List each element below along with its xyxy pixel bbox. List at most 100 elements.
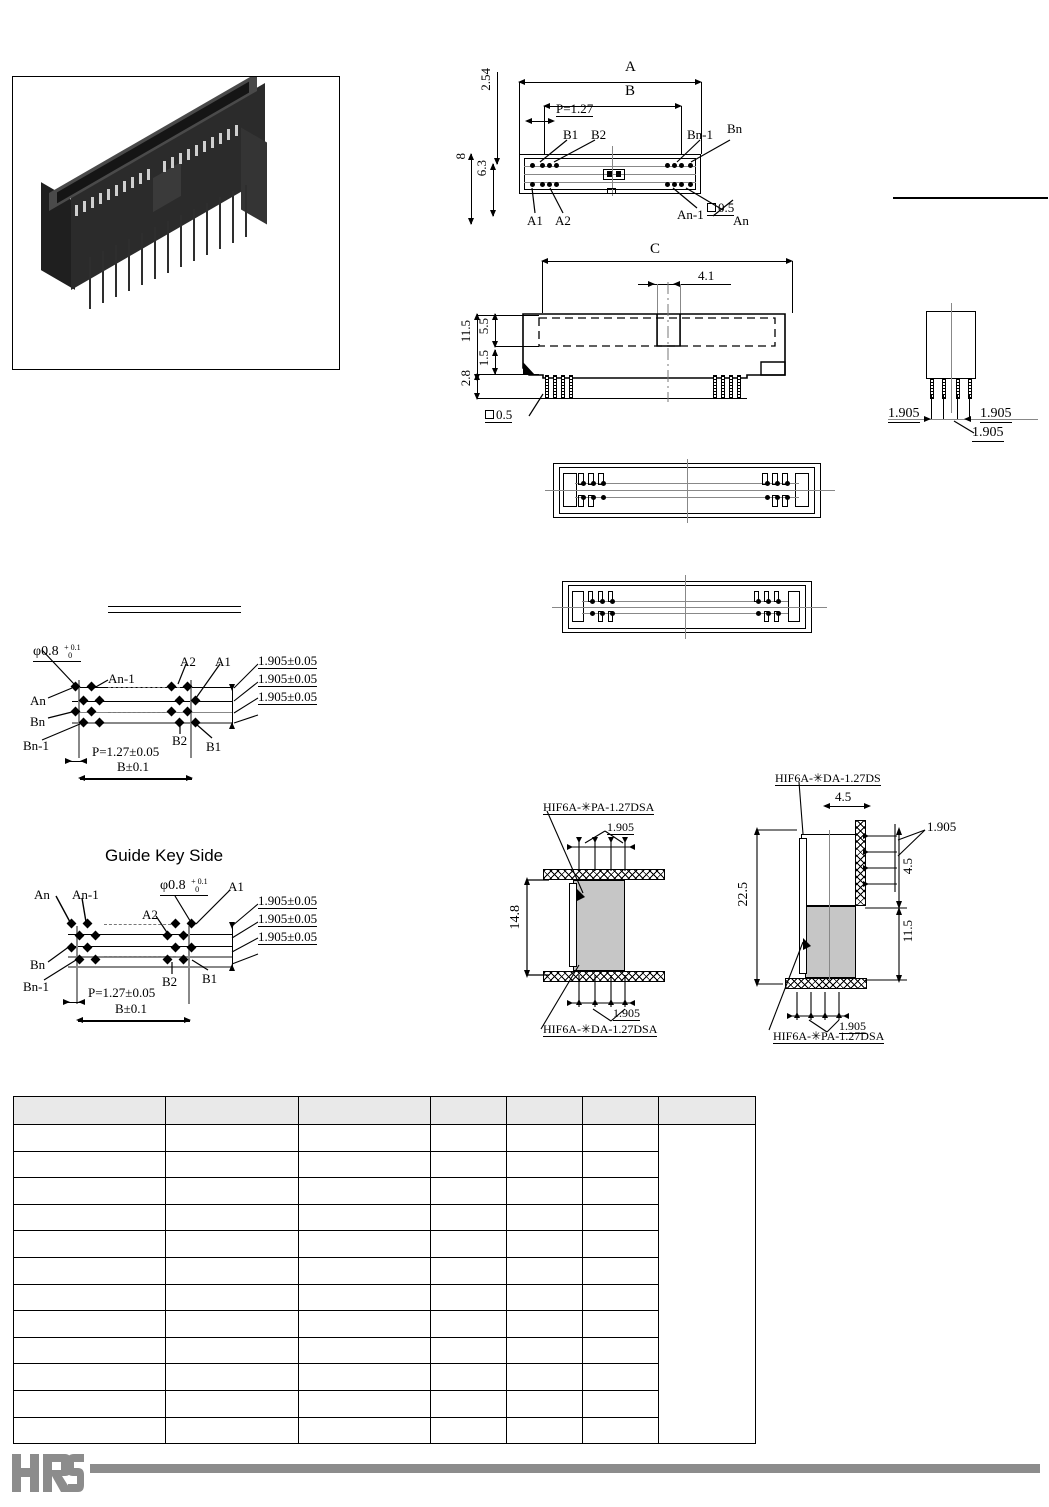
spec-table-row[interactable]: [13, 1310, 756, 1338]
spec-table-cell[interactable]: [297, 1310, 432, 1338]
spec-table-cell[interactable]: [506, 1124, 584, 1152]
mating-top-part-number: HIF6A-✳PA-1.27DSA: [543, 800, 655, 815]
spec-table-cell[interactable]: [506, 1203, 584, 1232]
hrs-logo-icon: [12, 1454, 84, 1492]
spec-table-cell[interactable]: [430, 1230, 508, 1258]
spec-table-cell[interactable]: [506, 1336, 584, 1365]
spec-table-cell[interactable]: [13, 1283, 166, 1312]
spec-table-cell[interactable]: [164, 1416, 299, 1445]
spec-table-cell[interactable]: [297, 1150, 432, 1179]
spec-table-cell[interactable]: [164, 1124, 299, 1152]
spec-table-cell[interactable]: [164, 1203, 299, 1232]
spec-table-cell[interactable]: [297, 1124, 432, 1152]
pcb-label-b1-gk: B1: [202, 971, 218, 986]
spec-table-cell[interactable]: [164, 1283, 299, 1312]
spec-table-cell[interactable]: [430, 1256, 508, 1285]
spec-table-cell[interactable]: [13, 1230, 166, 1258]
spec-table-cell[interactable]: [164, 1256, 299, 1285]
spec-table-cell[interactable]: [430, 1389, 508, 1418]
spec-table-row[interactable]: [13, 1230, 756, 1258]
spec-table-cell[interactable]: [582, 1363, 660, 1391]
pcb-label-bn: Bn: [30, 714, 46, 729]
spec-table-cell[interactable]: [430, 1177, 508, 1205]
spec-table-cell[interactable]: [164, 1363, 299, 1391]
spec-table-cell[interactable]: [297, 1203, 432, 1232]
spec-table-cell[interactable]: [506, 1310, 584, 1338]
spec-table-cell[interactable]: [506, 1363, 584, 1391]
spec-table-cell[interactable]: [297, 1363, 432, 1391]
spec-table-cell[interactable]: [506, 1389, 584, 1418]
spec-table-cell[interactable]: [13, 1416, 166, 1445]
spec-table-row[interactable]: [13, 1363, 756, 1391]
spec-table-cell[interactable]: [13, 1150, 166, 1179]
mating-stack-height: 14.8: [508, 905, 523, 930]
spec-table-cell[interactable]: [164, 1150, 299, 1179]
spec-table-cell[interactable]: [297, 1416, 432, 1445]
ra-spacing-bottom: 1.905: [839, 1019, 866, 1034]
spec-table-cell[interactable]: [297, 1177, 432, 1205]
spec-table-cell[interactable]: [297, 1230, 432, 1258]
spec-table-cell[interactable]: [13, 1256, 166, 1285]
ra-overall-height: 22.5: [736, 882, 751, 907]
spec-table-row[interactable]: [13, 1256, 756, 1285]
spec-table-cell[interactable]: [658, 1123, 756, 1445]
spec-table-cell[interactable]: [430, 1416, 508, 1445]
spec-table[interactable]: [13, 1096, 756, 1445]
pcb-label-an-gk: An: [34, 887, 50, 902]
spec-table-row[interactable]: [13, 1336, 756, 1365]
spec-table-cell[interactable]: [164, 1177, 299, 1205]
spec-table-cell[interactable]: [297, 1283, 432, 1312]
spec-table-cell[interactable]: [13, 1310, 166, 1338]
spec-table-cell[interactable]: [430, 1124, 508, 1152]
spec-table-cell[interactable]: [582, 1203, 660, 1232]
spec-table-cell[interactable]: [430, 1336, 508, 1365]
spec-table-cell[interactable]: [430, 1363, 508, 1391]
spec-table-cell[interactable]: [13, 1336, 166, 1365]
spec-table-cell[interactable]: [430, 1283, 508, 1312]
spec-table-cell[interactable]: [164, 1310, 299, 1338]
pcb-row-spacing-3: 1.905±0.05: [258, 689, 318, 705]
spec-table-cell[interactable]: [582, 1230, 660, 1258]
spec-table-header-cell-3: [430, 1096, 508, 1125]
spec-table-cell[interactable]: [13, 1177, 166, 1205]
spec-table-cell[interactable]: [582, 1416, 660, 1445]
spec-table-row[interactable]: [13, 1177, 756, 1205]
spec-table-cell[interactable]: [13, 1389, 166, 1418]
ra-top-part-number: HIF6A-✳DA-1.27DS: [775, 771, 881, 786]
spec-table-cell[interactable]: [506, 1177, 584, 1205]
spec-table-row[interactable]: [13, 1416, 756, 1445]
spec-table-cell[interactable]: [430, 1150, 508, 1179]
spec-table-cell[interactable]: [13, 1203, 166, 1232]
spec-table-cell[interactable]: [582, 1256, 660, 1285]
spec-table-cell[interactable]: [13, 1363, 166, 1391]
spec-table-row[interactable]: [13, 1123, 756, 1445]
spec-table-cell[interactable]: [164, 1389, 299, 1418]
spec-table-cell[interactable]: [582, 1124, 660, 1152]
spec-table-row[interactable]: [13, 1150, 756, 1179]
spec-table-row[interactable]: [13, 1283, 756, 1312]
spec-table-row[interactable]: [13, 1389, 756, 1418]
mating-parallel-drawing: HIF6A-✳PA-1.27DSA 1.905: [505, 785, 735, 1040]
spec-table-header-cell-0: [13, 1096, 166, 1125]
spec-table-cell[interactable]: [506, 1283, 584, 1312]
spec-table-cell[interactable]: [13, 1124, 166, 1152]
spec-table-cell[interactable]: [582, 1336, 660, 1365]
spec-table-cell[interactable]: [297, 1389, 432, 1418]
spec-table-cell[interactable]: [506, 1230, 584, 1258]
spec-table-row[interactable]: [13, 1203, 756, 1232]
spec-table-cell[interactable]: [582, 1177, 660, 1205]
spec-table-cell[interactable]: [430, 1203, 508, 1232]
spec-table-cell[interactable]: [582, 1310, 660, 1338]
spec-table-cell[interactable]: [297, 1336, 432, 1365]
spec-table-cell[interactable]: [506, 1256, 584, 1285]
spec-table-cell[interactable]: [430, 1310, 508, 1338]
spec-table-cell[interactable]: [506, 1150, 584, 1179]
spec-table-cell[interactable]: [582, 1283, 660, 1312]
spec-table-cell[interactable]: [582, 1389, 660, 1418]
spec-table-cell[interactable]: [582, 1150, 660, 1179]
spec-table-cell[interactable]: [164, 1336, 299, 1365]
spec-table-cell[interactable]: [506, 1416, 584, 1445]
spec-table-cell[interactable]: [297, 1256, 432, 1285]
spec-table-cell[interactable]: [164, 1230, 299, 1258]
bottom-pcb: [543, 971, 665, 982]
